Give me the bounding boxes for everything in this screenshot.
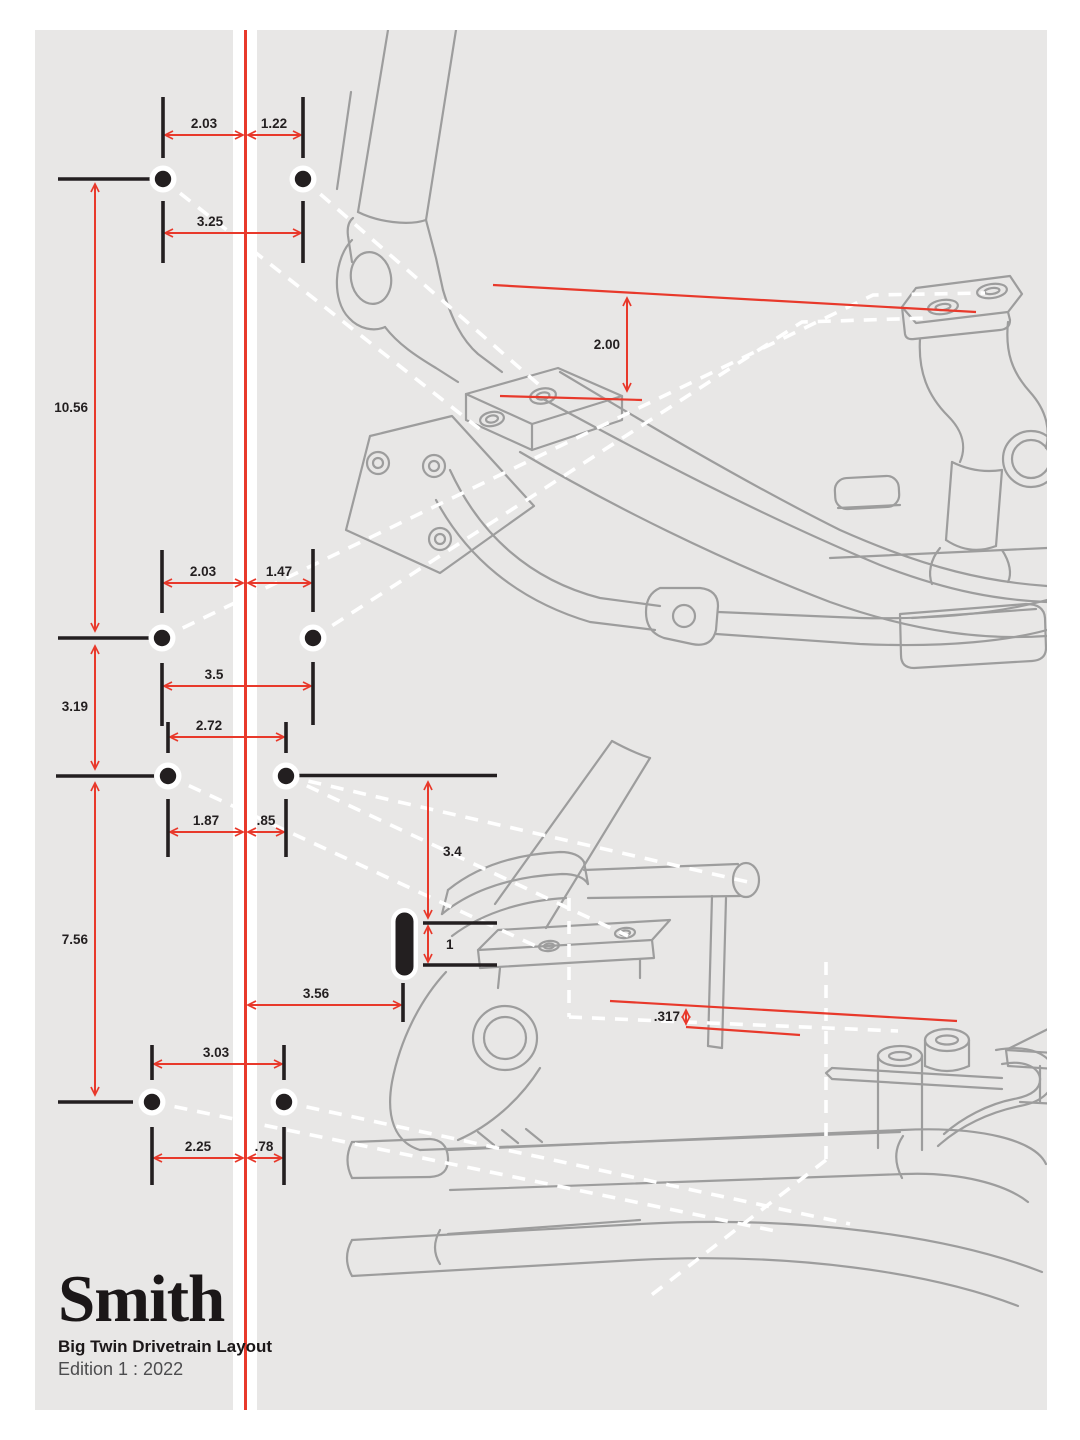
- right-panel: [257, 30, 1047, 1410]
- mount-dot-row1-left: [154, 170, 172, 188]
- mount-dot-row2-right: [304, 629, 322, 647]
- dim-row3-span: 2.72: [196, 718, 222, 733]
- left-panel: [35, 30, 233, 1410]
- mount-dot-row3-right: [277, 767, 295, 785]
- mount-points: [56, 97, 497, 1185]
- frame-front-isometric-drawing: [335, 30, 1047, 670]
- dim-plate-drop: .317: [654, 1009, 680, 1024]
- dim-row1-left: 2.03: [191, 116, 218, 131]
- dimension-arrows: [90, 130, 691, 1163]
- edition-label: Edition 1 : 2022: [58, 1359, 184, 1379]
- dim-row4-span: 3.03: [203, 1045, 230, 1060]
- dim-lateral-offset: 3.56: [303, 986, 330, 1001]
- dim-post-height: 3.4: [443, 844, 462, 859]
- dim-vert-row2-row3: 3.19: [62, 699, 88, 714]
- mount-dot-row2-left: [153, 629, 171, 647]
- dimension-labels: 2.03 1.22 3.25 10.56 2.03 1.47 3.5 3.19 …: [54, 116, 680, 1154]
- dim-slot-length: 1: [446, 937, 454, 952]
- dim-vert-row3-row4: 7.56: [62, 932, 89, 947]
- mount-dot-row4-right: [275, 1093, 293, 1111]
- dashed-projection-lines: [151, 177, 986, 1302]
- dim-row2-right: 1.47: [266, 564, 292, 579]
- mount-dot-row4-left: [143, 1093, 161, 1111]
- dim-row4-left: 2.25: [185, 1139, 212, 1154]
- mount-dot-row3-left: [159, 767, 177, 785]
- dim-row3-left: 1.87: [193, 813, 219, 828]
- dim-row3-right: .85: [257, 813, 276, 828]
- red-reference-lines: [492, 283, 977, 1037]
- frame-rear-isometric-drawing: [345, 739, 1047, 1308]
- brand-logo: Smith: [58, 1262, 225, 1336]
- dim-engine-offset: 2.00: [594, 337, 620, 352]
- dim-row2-left: 2.03: [190, 564, 217, 579]
- document-subtitle: Big Twin Drivetrain Layout: [58, 1337, 273, 1356]
- dim-row1-right: 1.22: [261, 116, 287, 131]
- dim-row1-span: 3.25: [197, 214, 224, 229]
- dim-row2-span: 3.5: [205, 667, 224, 682]
- mount-dot-row1-right: [294, 170, 312, 188]
- dim-row4-right: .78: [255, 1139, 274, 1154]
- slot-mark: [395, 912, 414, 976]
- dim-vert-row1-row2: 10.56: [54, 400, 88, 415]
